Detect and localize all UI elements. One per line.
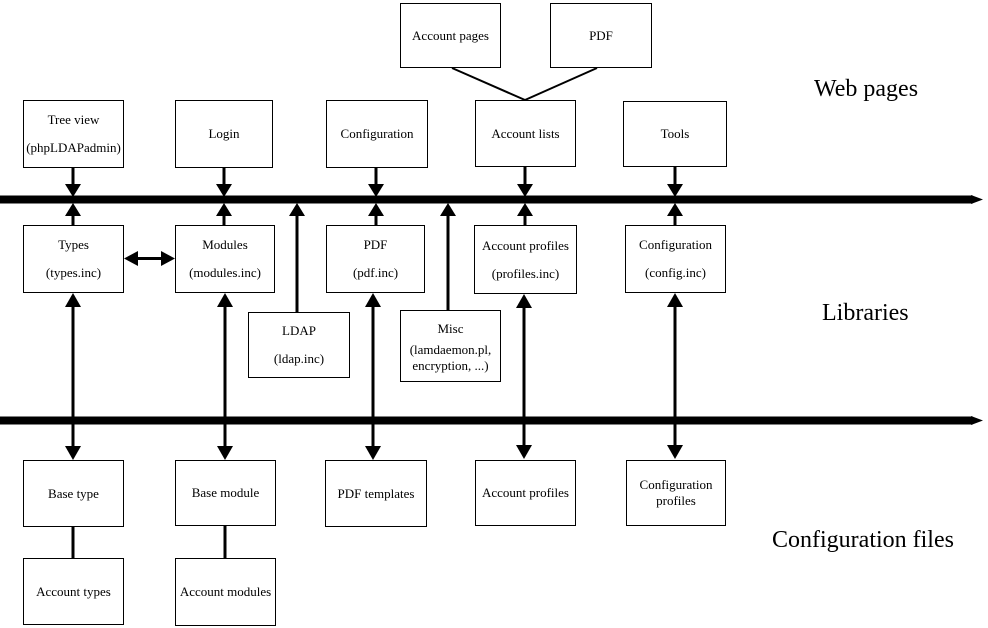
box-label: Base type xyxy=(48,485,99,501)
arrow-profileslib-profilescfg xyxy=(516,294,532,459)
box-configuration-profiles: Configuration profiles xyxy=(626,460,726,526)
arrow-ldap-bus xyxy=(289,203,305,312)
box-label: Types xyxy=(58,237,89,252)
arrow-tools-bus-config xyxy=(667,167,683,225)
line-accountpages-accountlists xyxy=(451,67,526,101)
box-account-profiles-lib: Account profiles (profiles.inc) xyxy=(474,225,577,294)
line-pdf-accountlists xyxy=(524,67,598,101)
box-sublabel: (config.inc) xyxy=(644,265,706,280)
box-label: Base module xyxy=(191,485,260,500)
box-pdf-page: PDF xyxy=(550,3,652,68)
arrow-types-basetype xyxy=(65,293,81,460)
box-label: Configuration xyxy=(639,237,712,252)
box-label: Modules xyxy=(202,237,248,252)
box-label: Account types xyxy=(36,583,111,599)
arrow-configlib-configprofiles xyxy=(667,293,683,459)
box-sublabel: (lamdaemon.pl,encryption, ...) xyxy=(410,342,492,374)
box-label: Account pages xyxy=(412,27,489,43)
box-configuration-page: Configuration xyxy=(326,100,428,168)
box-modules: Modules (modules.inc) xyxy=(175,225,275,293)
box-sublabel-line1: (lamdaemon.pl, xyxy=(409,341,492,357)
box-pdf-templates: PDF templates xyxy=(325,460,427,527)
box-tree-view: Tree view (phpLDAPadmin) xyxy=(23,100,124,168)
box-account-profiles-cfg: Account profiles xyxy=(475,460,576,526)
box-pdf-lib: PDF (pdf.inc) xyxy=(326,225,425,293)
box-label: LDAP xyxy=(282,323,316,338)
box-account-lists: Account lists xyxy=(475,100,576,167)
box-sublabel: (ldap.inc) xyxy=(273,351,325,366)
box-label: Account profiles xyxy=(481,237,569,253)
section-label-web-pages: Web pages xyxy=(814,76,919,102)
box-sublabel: (phpLDAPadmin) xyxy=(26,140,121,155)
box-label: Configuration xyxy=(639,477,713,492)
box-login: Login xyxy=(175,100,273,168)
box-label: Configuration xyxy=(340,126,414,141)
box-tools: Tools xyxy=(623,101,727,167)
box-sublabel-line2: encryption, ...) xyxy=(412,357,489,373)
box-configuration-lib: Configuration (config.inc) xyxy=(625,225,726,293)
arrow-modules-basemodule xyxy=(217,293,233,460)
box-misc: Misc (lamdaemon.pl,encryption, ...) xyxy=(400,310,501,382)
arrow-pdflib-pdftemplates xyxy=(365,293,381,460)
section-label-libraries: Libraries xyxy=(822,300,909,326)
box-label: Account lists xyxy=(491,125,560,141)
box-label: Account profiles xyxy=(481,485,569,500)
box-label: PDF xyxy=(589,27,613,43)
arrow-accountlists-bus-profiles xyxy=(517,167,533,225)
box-label: Account modules xyxy=(179,584,272,599)
box-base-module: Base module xyxy=(175,460,276,526)
box-label: Login xyxy=(208,126,240,141)
box-account-pages: Account pages xyxy=(400,3,501,68)
box-sublabel: (pdf.inc) xyxy=(352,265,399,280)
box-types: Types (types.inc) xyxy=(23,225,124,293)
box-label: Misc xyxy=(437,320,464,336)
box-ldap: LDAP (ldap.inc) xyxy=(248,312,350,378)
box-label: Tools xyxy=(660,126,690,141)
box-account-modules: Account modules xyxy=(175,558,276,626)
arrow-treeview-bus-types xyxy=(65,168,81,225)
box-sublabel: (types.inc) xyxy=(45,265,102,280)
arrow-configuration-bus-pdf xyxy=(368,168,384,225)
arrow-misc-bus xyxy=(440,203,456,310)
arrow-login-bus-modules xyxy=(216,168,232,225)
box-sublabel: (modules.inc) xyxy=(189,265,261,280)
box-sublabel: (profiles.inc) xyxy=(491,265,560,281)
box-label: PDF templates xyxy=(337,485,415,501)
section-label-configuration-files: Configuration files xyxy=(772,527,954,553)
box-label: PDF xyxy=(363,237,388,252)
box-label: Tree view xyxy=(47,112,100,127)
arrow-types-modules xyxy=(124,251,175,266)
box-sublabel: profiles xyxy=(656,493,696,508)
bus-libraries-config xyxy=(0,416,983,425)
box-base-type: Base type xyxy=(23,460,124,527)
box-account-types: Account types xyxy=(23,558,124,625)
bus-web-libraries xyxy=(0,195,983,204)
